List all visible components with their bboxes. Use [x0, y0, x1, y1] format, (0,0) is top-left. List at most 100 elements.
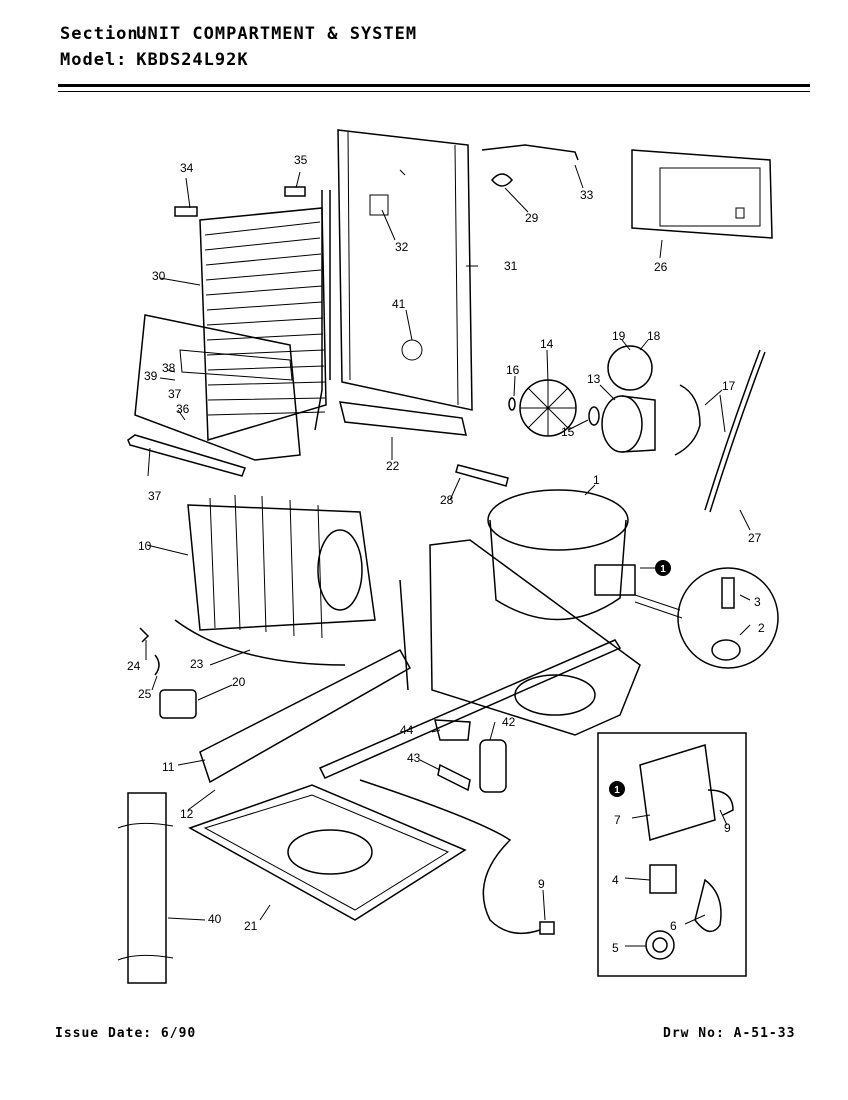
callout-28: 28 — [440, 493, 454, 507]
callout-17: 17 — [722, 379, 736, 393]
header-rule-thin — [58, 91, 810, 92]
callout-27: 27 — [748, 531, 762, 545]
callout-6: 6 — [670, 919, 677, 933]
callout-35: 35 — [294, 153, 308, 167]
part-7-cover — [639, 744, 716, 841]
callout-39: 39 — [144, 369, 158, 383]
callout-34: 34 — [180, 161, 194, 175]
callout-29: 29 — [525, 211, 539, 225]
callout-9-cord: 9 — [538, 877, 545, 891]
part-37-bracket — [127, 434, 246, 477]
callout-7: 7 — [614, 813, 621, 827]
part-base-frame — [399, 539, 641, 736]
callout-1: 1 — [593, 473, 600, 487]
callout-23: 23 — [190, 657, 204, 671]
part-16-nut — [508, 397, 516, 411]
part-11-rail — [199, 649, 412, 784]
part-9-cord — [359, 779, 541, 935]
callout-14: 14 — [540, 337, 554, 351]
callout-43: 43 — [407, 751, 421, 765]
callout-25: 25 — [138, 687, 152, 701]
part-5-overload — [645, 930, 675, 960]
part-42-capacitor — [479, 739, 507, 793]
callout-16: 16 — [506, 363, 520, 377]
part-6-bracket — [694, 878, 722, 933]
part-36-drain-pan — [134, 314, 301, 461]
part-20-relay — [159, 689, 197, 719]
model-value: KBDS24L92K — [136, 50, 249, 70]
part-18-grommet — [607, 345, 653, 391]
part-43-bracket — [437, 763, 471, 792]
part-12-rail — [318, 639, 622, 779]
part-27-hose — [704, 349, 766, 513]
callout-5: 5 — [612, 941, 619, 955]
detail-marker-inset-text: 1 — [614, 785, 620, 796]
section-heading: Section: UNIT COMPARTMENT & SYSTEM — [60, 24, 417, 44]
callout-21: 21 — [244, 919, 258, 933]
part-44-bracket — [434, 719, 471, 741]
callout-18: 18 — [647, 329, 661, 343]
callout-44: 44 — [400, 723, 414, 737]
section-value: UNIT COMPARTMENT & SYSTEM — [136, 24, 418, 44]
detail-inset-box — [597, 732, 747, 977]
callout-13: 13 — [587, 372, 601, 386]
part-9-clip — [707, 789, 734, 816]
part-40-gasket-strip — [117, 792, 174, 984]
header-rule-thick — [58, 84, 810, 87]
detail-marker-main-text: 1 — [660, 564, 666, 575]
callout-22: 22 — [386, 459, 400, 473]
issue-date: Issue Date: 6/90 — [55, 1026, 197, 1041]
part-4-relay — [649, 864, 677, 894]
part-13-fan-motor — [601, 395, 656, 453]
model-label: Model: — [60, 50, 128, 70]
callout-24: 24 — [127, 659, 141, 673]
part-29-fitting — [491, 173, 513, 187]
part-25-clamp — [154, 654, 160, 676]
callout-41: 41 — [392, 297, 406, 311]
callout-26: 26 — [654, 260, 668, 274]
detail-marker-main — [655, 560, 671, 576]
callout-10: 10 — [138, 539, 152, 553]
callout-labels: 1 2 3 4 5 6 7 9 9 10 11 12 13 14 15 16 1… — [127, 153, 765, 955]
part-10-evaporator — [187, 494, 376, 639]
callout-36: 36 — [176, 402, 190, 416]
part-35-clip — [284, 186, 306, 197]
callout-32: 32 — [395, 240, 409, 254]
part-33-tube — [481, 144, 579, 161]
callout-2: 2 — [758, 621, 765, 635]
callout-37-upper: 37 — [168, 387, 182, 401]
detail-grommet-bolt — [634, 567, 779, 669]
part-24-clip — [139, 627, 150, 643]
part-23-tube — [174, 619, 346, 666]
model-heading: Model: KBDS24L92K — [60, 50, 249, 70]
part-34-clip — [174, 206, 198, 217]
callout-9-clip: 9 — [724, 821, 731, 835]
part-1-compressor — [487, 489, 636, 621]
callout-40: 40 — [208, 912, 222, 926]
callout-30: 30 — [152, 269, 166, 283]
callout-33: 33 — [580, 188, 594, 202]
part-31-panel — [337, 129, 473, 411]
part-30-condenser — [199, 190, 331, 441]
part-17-bracket — [674, 384, 701, 456]
part-26-control-box — [631, 149, 773, 239]
detail-marker-inset — [609, 781, 625, 797]
callout-38: 38 — [162, 361, 176, 375]
callout-15: 15 — [561, 425, 575, 439]
part-15-washer — [588, 406, 600, 426]
callout-20: 20 — [232, 675, 246, 689]
drawing-number: Drw No: A-51-33 — [663, 1026, 796, 1041]
callout-37-lower: 37 — [148, 489, 162, 503]
part-9-plug — [539, 921, 555, 935]
part-22-drip-tray — [339, 401, 467, 436]
callout-11: 11 — [162, 760, 175, 774]
callout-12: 12 — [180, 807, 194, 821]
callout-31: 31 — [504, 259, 518, 273]
part-21-drain-pan — [188, 784, 467, 921]
callout-4: 4 — [612, 873, 619, 887]
leader-lines — [145, 164, 751, 947]
callout-42: 42 — [502, 715, 516, 729]
callout-3: 3 — [754, 595, 761, 609]
callout-19: 19 — [612, 329, 626, 343]
